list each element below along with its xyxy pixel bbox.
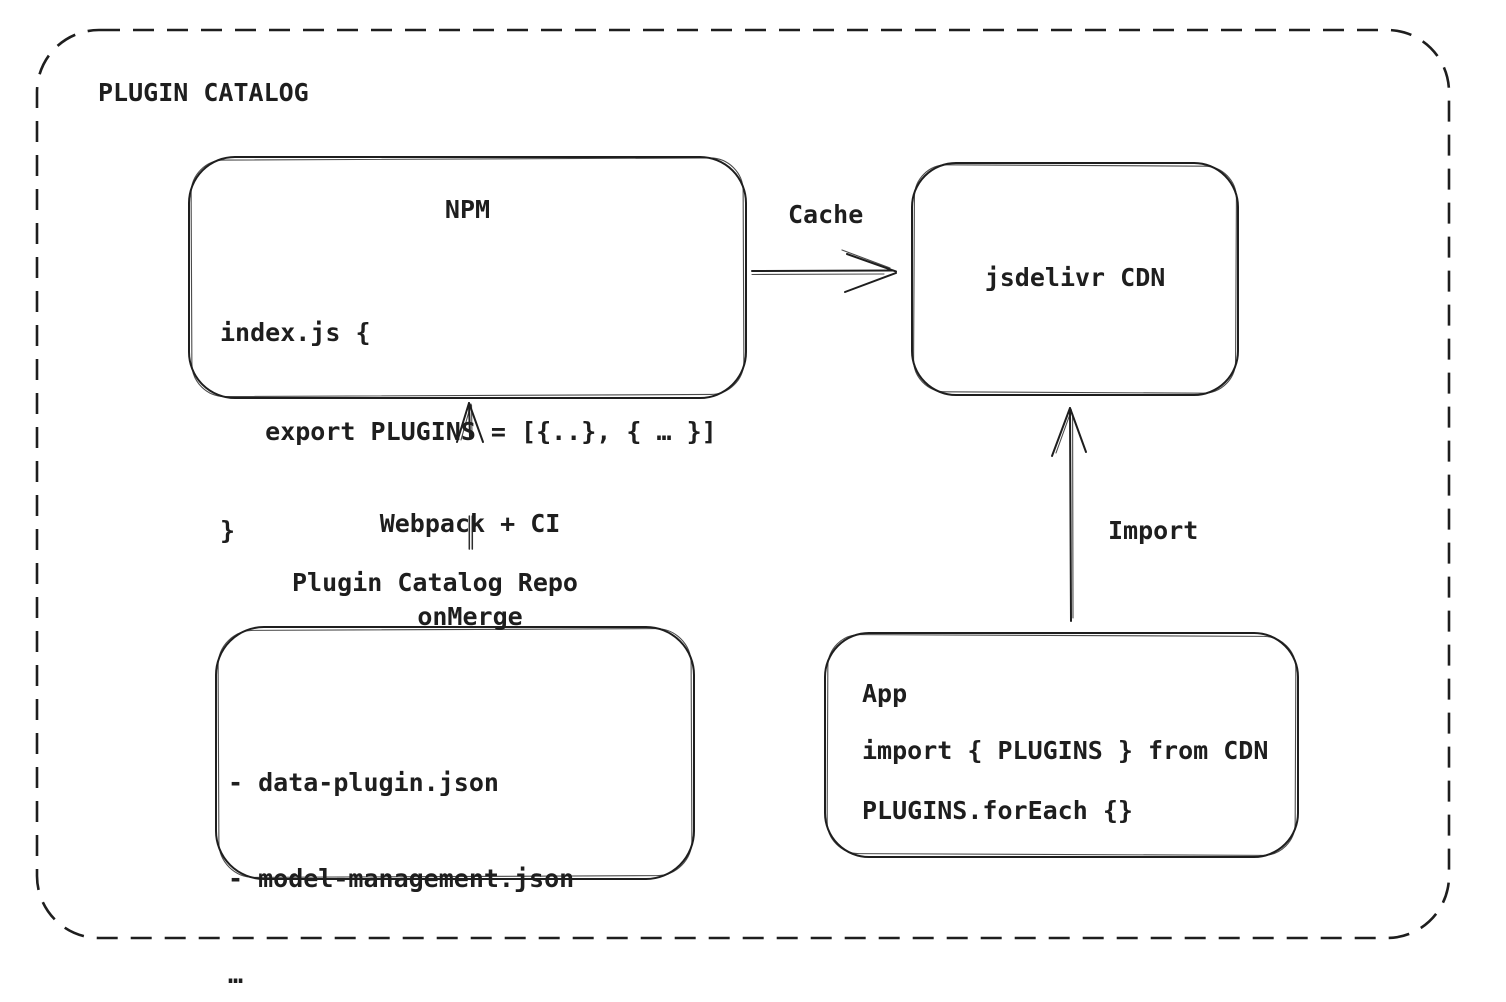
app-code-line: PLUGINS.forEach {} bbox=[862, 796, 1133, 825]
npm-box bbox=[188, 156, 747, 399]
repo-heading: Plugin Catalog Repo bbox=[292, 568, 578, 597]
build-arrow bbox=[456, 402, 484, 550]
repo-items: - data-plugin.json - model-management.js… bbox=[228, 703, 574, 1002]
cdn-box bbox=[911, 162, 1239, 396]
npm-code-line: index.js { bbox=[220, 318, 371, 347]
plugin-catalog-boundary bbox=[35, 28, 1451, 940]
app-box bbox=[824, 632, 1299, 858]
cache-arrow bbox=[751, 249, 897, 293]
repo-item: - data-plugin.json bbox=[228, 768, 499, 797]
npm-code-line: } bbox=[220, 516, 236, 545]
app-title: App bbox=[862, 679, 908, 708]
diagram-title: PLUGIN CATALOG bbox=[98, 78, 309, 107]
repo-box bbox=[215, 626, 695, 880]
import-edge-label: Import bbox=[1108, 516, 1199, 545]
repo-box-sketch-stroke bbox=[217, 628, 693, 878]
npm-code: index.js { export PLUGINS = [{..}, { … }… bbox=[220, 250, 717, 613]
build-edge-label: Webpack + CI onMerge bbox=[320, 446, 620, 694]
build-edge-label-line: onMerge bbox=[417, 602, 523, 631]
repo-item: - model-management.json bbox=[228, 864, 575, 893]
repo-item: … bbox=[228, 960, 244, 989]
app-code-line: import { PLUGINS } from CDN bbox=[862, 736, 1269, 765]
npm-title: NPM bbox=[444, 195, 491, 224]
cache-edge-label: Cache bbox=[788, 200, 864, 229]
cdn-label: jsdelivr CDN bbox=[984, 263, 1166, 292]
npm-box-sketch-stroke bbox=[190, 157, 745, 398]
app-box-sketch-stroke bbox=[826, 634, 1297, 856]
build-edge-label-line: Webpack + CI bbox=[379, 509, 561, 538]
npm-code-line: export PLUGINS = [{..}, { … }] bbox=[220, 417, 717, 446]
import-arrow bbox=[1051, 407, 1087, 622]
cdn-box-sketch-stroke bbox=[913, 164, 1237, 394]
